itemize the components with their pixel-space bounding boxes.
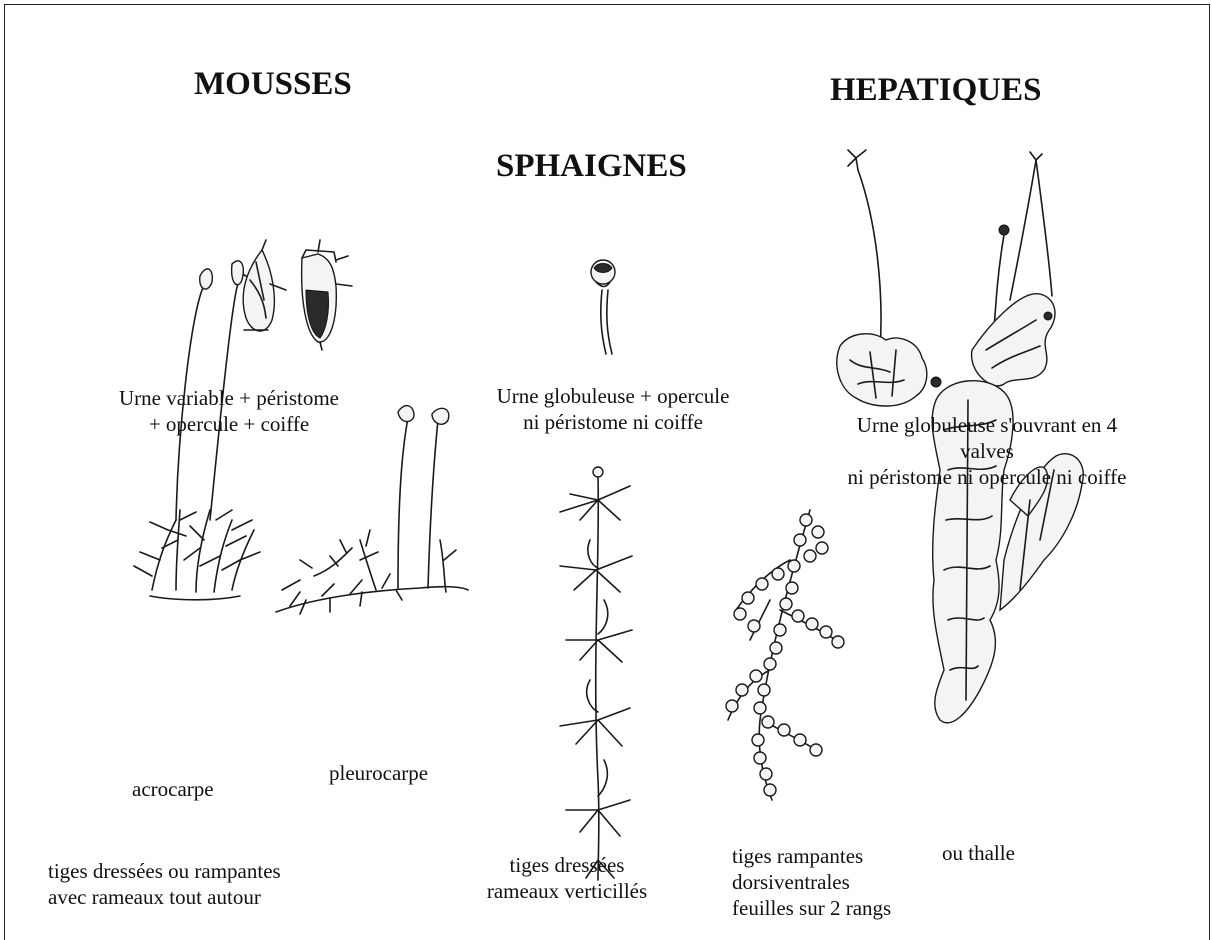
- caption-mousses-tiges-line2: avec rameaux tout autour: [48, 884, 281, 910]
- caption-mousses-urne: Urne variable + péristome + opercule + c…: [119, 385, 339, 437]
- caption-mousses-urne-line2: + opercule + coiffe: [119, 411, 339, 437]
- caption-hepatiques-urne-line3: ni péristome ni opercule ni coiffe: [848, 464, 1127, 490]
- caption-sphaignes-tiges-line2: rameaux verticillés: [487, 878, 647, 904]
- hepatic-sporophyte-tall-illustration: [837, 150, 941, 406]
- caption-sphaignes-tiges-line1: tiges dressées: [487, 852, 647, 878]
- caption-hepatiques-tiges-line1: tiges rampantes: [732, 843, 891, 869]
- caption-mousses-urne-line1: Urne variable + péristome: [119, 385, 339, 411]
- sphagnum-plant-illustration: [560, 467, 632, 880]
- sphagnum-capsule-illustration: [591, 260, 615, 354]
- caption-sphaignes-urne: Urne globuleuse + opercule ni péristome …: [497, 383, 730, 435]
- caption-hepatiques-urne-line1: Urne globuleuse s'ouvrant en 4: [848, 412, 1127, 438]
- leafy-hepatic-illustration: [726, 510, 844, 800]
- caption-hepatiques-urne: Urne globuleuse s'ouvrant en 4 valves ni…: [848, 412, 1127, 490]
- caption-sphaignes-tiges: tiges dressées rameaux verticillés: [487, 852, 647, 904]
- caption-hepatiques-tiges-line2: dorsiventrales: [732, 869, 891, 895]
- caption-hepatiques-urne-line2: valves: [848, 438, 1127, 464]
- moss-capsule-with-calyptra-illustration: [232, 240, 286, 331]
- label-thalle: ou thalle: [942, 840, 1015, 866]
- leafy-hepatic-leaves: [726, 514, 844, 796]
- caption-hepatiques-tiges-line3: feuilles sur 2 rangs: [732, 895, 891, 921]
- label-acrocarpe: acrocarpe: [132, 776, 214, 802]
- caption-sphaignes-urne-line2: ni péristome ni coiffe: [497, 409, 730, 435]
- moss-capsule-peristome-illustration: [302, 240, 352, 350]
- caption-hepatiques-tiges: tiges rampantes dorsiventrales feuilles …: [732, 843, 891, 921]
- caption-sphaignes-urne-line1: Urne globuleuse + opercule: [497, 383, 730, 409]
- caption-mousses-tiges-line1: tiges dressées ou rampantes: [48, 858, 281, 884]
- hepatic-sporophyte-illustration: [972, 152, 1055, 386]
- label-pleurocarpe: pleurocarpe: [329, 760, 428, 786]
- caption-mousses-tiges: tiges dressées ou rampantes avec rameaux…: [48, 858, 281, 910]
